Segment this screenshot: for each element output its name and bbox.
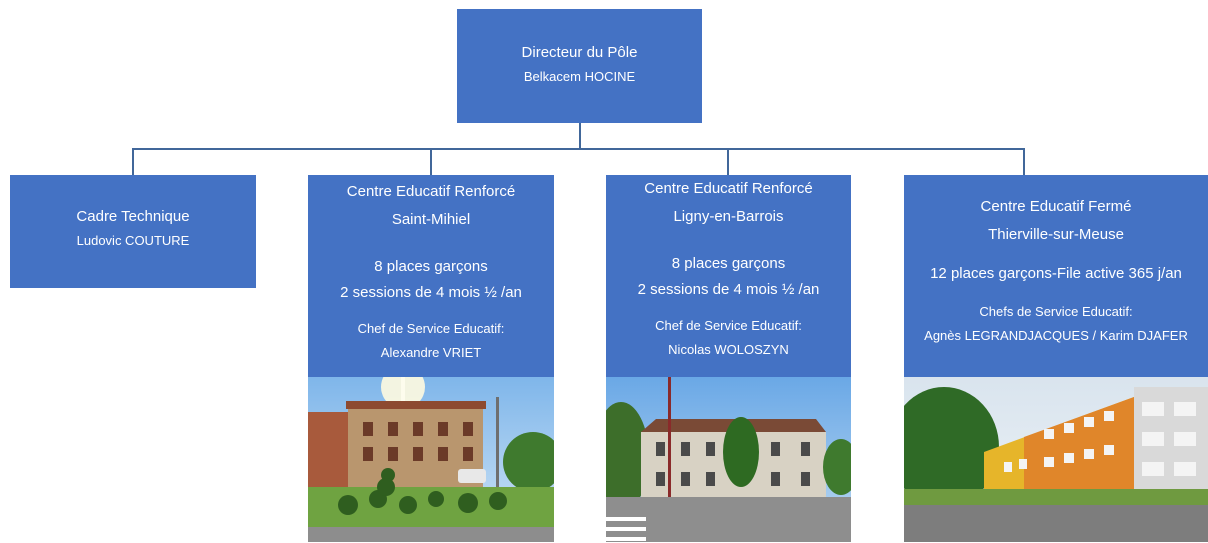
director-title: Directeur du Pôle — [521, 44, 638, 61]
cer1-capacity: 8 places garçons — [374, 258, 488, 275]
cef-title: Centre Educatif Fermé — [980, 198, 1132, 215]
cer2-title: Centre Educatif Renforcé — [644, 180, 813, 197]
cer1-building-photo — [308, 377, 554, 542]
cer2-chef-name: Nicolas WOLOSZYN — [668, 342, 789, 357]
cer1-location: Saint-Mihiel — [391, 211, 471, 228]
director-box: Directeur du Pôle Belkacem HOCINE — [457, 9, 702, 123]
cer2-building-photo — [606, 377, 851, 542]
cadre-title: Cadre Technique — [76, 208, 190, 225]
cer-saint-mihiel-box: Centre Educatif Renforcé Saint-Mihiel 8 … — [308, 175, 554, 378]
cadre-name: Ludovic COUTURE — [76, 233, 190, 248]
cef-capacity: 12 places garçons-File active 365 j/an — [930, 265, 1182, 282]
cef-building-photo — [904, 377, 1208, 542]
cer1-chef-name: Alexandre VRIET — [380, 345, 482, 360]
cer2-location: Ligny-en-Barrois — [673, 208, 784, 225]
connector-horizontal-bar — [132, 148, 1025, 150]
cer2-sessions: 2 sessions de 4 mois ½ /an — [637, 281, 820, 298]
director-name: Belkacem HOCINE — [523, 69, 636, 84]
connector-to-cer-saint-mihiel — [430, 148, 432, 175]
cer2-chef-label: Chef de Service Educatif: — [655, 318, 802, 333]
cer-ligny-box: Centre Educatif Renforcé Ligny-en-Barroi… — [606, 175, 851, 378]
cef-location: Thierville-sur-Meuse — [988, 226, 1124, 243]
cef-thierville-box: Centre Educatif Fermé Thierville-sur-Meu… — [904, 175, 1208, 378]
connector-to-cadre — [132, 148, 134, 175]
cer1-title: Centre Educatif Renforcé — [346, 183, 516, 200]
cadre-technique-box: Cadre Technique Ludovic COUTURE — [10, 175, 256, 288]
cer1-sessions: 2 sessions de 4 mois ½ /an — [340, 284, 522, 301]
connector-to-cef — [1023, 148, 1025, 175]
cer1-chef-label: Chef de Service Educatif: — [357, 321, 505, 336]
cer2-capacity: 8 places garçons — [671, 255, 786, 272]
connector-to-cer-ligny — [727, 148, 729, 175]
cef-chef-label: Chefs de Service Educatif: — [979, 304, 1133, 319]
cef-chef-name: Agnès LEGRANDJACQUES / Karim DJAFER — [924, 328, 1188, 343]
connector-director-down — [579, 123, 581, 149]
